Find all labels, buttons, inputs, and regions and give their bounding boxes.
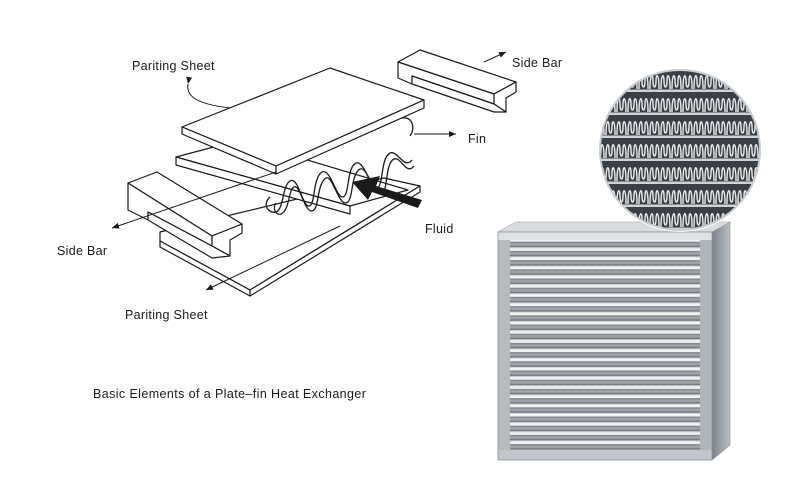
- leader-side-bar-left: [111, 171, 277, 229]
- diagram-caption: Basic Elements of a Plate–fin Heat Excha…: [93, 387, 367, 401]
- label-side-bar-top: Side Bar: [512, 56, 563, 70]
- leader-side-bar-top: [483, 51, 507, 63]
- label-fluid: Fluid: [425, 222, 454, 236]
- label-fin: Fin: [468, 132, 487, 146]
- core-block: [496, 221, 732, 461]
- left-side-bar: [127, 171, 243, 259]
- bottom-parting-sheet: [159, 177, 421, 297]
- magnified-fin-detail: [598, 68, 762, 232]
- leader-parting-sheet-bottom: [205, 225, 341, 291]
- label-parting-sheet-top: Pariting Sheet: [132, 59, 215, 73]
- leader-parting-sheet-top: [186, 76, 231, 109]
- label-parting-sheet-bottom: Pariting Sheet: [125, 308, 208, 322]
- right-side-bar: [397, 49, 517, 113]
- label-side-bar-left: Side Bar: [57, 244, 108, 258]
- fluid-arrow: [352, 176, 422, 208]
- top-parting-sheet: [181, 67, 425, 175]
